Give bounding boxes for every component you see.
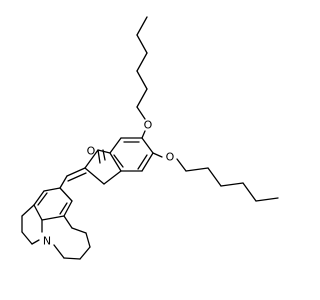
bond [59,175,68,189]
bond [37,192,48,206]
lower-ether-oxygen-label: O [166,151,175,164]
bond [220,182,244,187]
bond [84,167,105,185]
lower-hexyl-chain [152,152,279,202]
bond [141,130,146,139]
indanone-core [66,137,154,185]
bond [43,187,61,192]
julolidine-nitrogen-label: N [43,235,51,248]
bond [242,182,257,202]
bond [137,154,148,170]
bond [85,232,91,248]
julolidine-ring-system [21,175,91,260]
bond [63,200,73,217]
chemical-structure-diagram: O O O N [21,16,279,260]
ketone-oxygen-label: O [87,145,96,158]
bond [21,204,35,217]
bond [97,149,111,154]
bond [207,167,222,187]
bond [136,106,146,120]
bond [255,197,279,202]
bond [109,152,122,172]
bond [136,16,148,36]
upper-ether-oxygen-label: O [144,119,153,132]
bond [33,204,43,221]
bond [103,170,122,185]
bond [141,152,154,172]
bond [66,167,86,177]
upper-hexyl-chain [136,16,148,139]
bond [102,149,106,161]
bond [71,227,87,234]
bond [136,88,148,108]
bond [53,244,65,259]
bond [113,154,124,168]
bond [109,137,122,154]
bond [21,231,33,245]
bond [136,52,148,72]
bond [31,239,40,245]
bond [185,167,209,172]
bond [33,190,45,206]
bond [84,149,99,169]
bond [41,215,65,221]
bond [63,257,81,260]
bond [136,70,148,90]
bond [152,152,163,158]
bond [63,215,73,229]
bond [136,34,148,54]
bond [176,158,187,172]
bond [141,137,154,154]
bond [59,187,73,202]
bond [97,149,101,164]
bond [59,202,68,215]
bond [79,246,91,260]
bond [67,172,87,182]
